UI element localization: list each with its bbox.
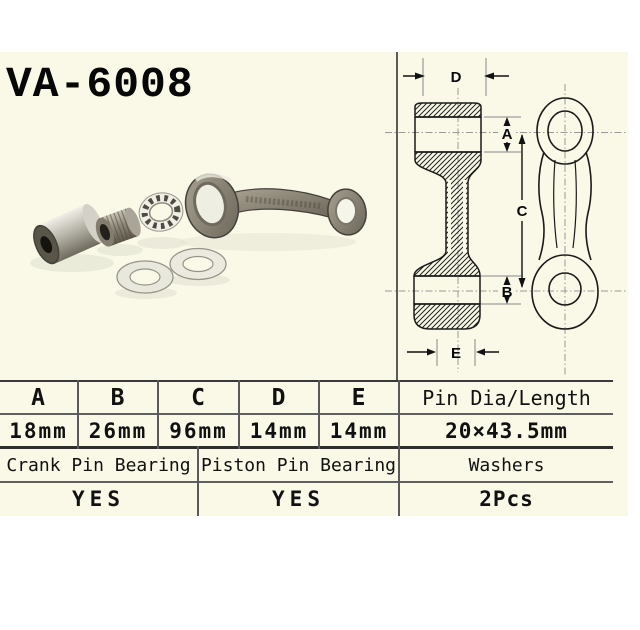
parts-photo [30, 173, 367, 299]
dim-label-e: E [451, 345, 461, 362]
dim-header-b: B [110, 384, 126, 411]
extension-lines [422, 58, 521, 366]
dim-header-c: C [191, 384, 206, 411]
crank-pin-bearing-label: Crank Pin Bearing [6, 454, 191, 476]
rod-front-view [531, 97, 599, 330]
connecting-rod [184, 173, 367, 239]
dim-value-a: 18mm [9, 418, 68, 443]
table-line [0, 446, 613, 449]
dim-header-d: D [271, 384, 287, 411]
page-title: VA-6008 [6, 60, 194, 109]
dim-value-b: 26mm [88, 418, 148, 443]
thrust-washer [116, 260, 174, 294]
piston-pin-bearing-value: YES [272, 486, 325, 511]
table-line [398, 380, 400, 516]
crank-pin-bearing-value: YES [72, 486, 125, 511]
washers-label: Washers [468, 454, 545, 476]
parts-photo-and-diagram: D A C B E [30, 58, 628, 376]
table-line [318, 380, 320, 449]
needle-bearing [95, 207, 141, 247]
table-line [0, 413, 613, 415]
table-line [0, 380, 613, 382]
dim-label-d: D [451, 69, 462, 86]
dim-header-e: E [351, 384, 367, 411]
dim-label-c: C [517, 203, 528, 220]
table-line [0, 481, 613, 483]
crank-pin [33, 203, 105, 265]
dim-header-a: A [31, 384, 46, 411]
photo-diagram-divider [396, 52, 398, 381]
dimension-diagram: D A C B E [385, 58, 628, 376]
dim-label-b: B [502, 284, 513, 301]
washers-value: 2Pcs [479, 486, 534, 511]
dim-value-d: 14mm [249, 418, 309, 443]
dim-value-c: 96mm [169, 418, 228, 443]
piston-pin-bearing-label: Piston Pin Bearing [200, 454, 397, 476]
table-line [197, 446, 199, 516]
table-line [77, 380, 79, 449]
pin-dia-length-header: Pin Dia/Length [422, 385, 591, 410]
thrust-washer [169, 247, 227, 281]
arrowheads [415, 72, 526, 356]
table-line [157, 380, 159, 449]
label-backgrounds [498, 123, 532, 300]
dim-label-a: A [502, 126, 513, 143]
pin-dia-length-value: 20×43.5mm [445, 418, 568, 443]
bearing-cage [138, 192, 184, 232]
table-line [238, 380, 240, 449]
dim-value-e: 14mm [329, 418, 389, 443]
rod-side-view [413, 102, 482, 330]
